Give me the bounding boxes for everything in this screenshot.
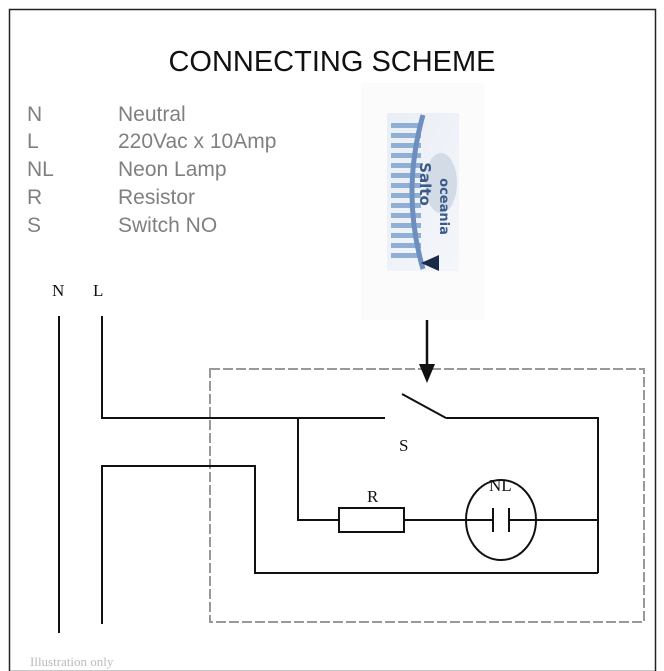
switch-output-wire — [446, 417, 599, 573]
card-globe — [425, 153, 457, 213]
lamp-label: NL — [489, 476, 512, 495]
legend-label-l: 220Vac x 10Amp — [118, 130, 277, 153]
card-arrow-mark — [421, 255, 439, 271]
legend-label-r: Resistor — [118, 186, 196, 209]
page-title: CONNECTING SCHEME — [168, 46, 496, 78]
page-frame — [8, 8, 657, 671]
legend-key-n: N — [27, 103, 43, 126]
legend-key-r: R — [27, 186, 43, 209]
footnote: Illustration only — [30, 654, 114, 669]
key-card-graphic — [361, 83, 484, 320]
switch-label: S — [399, 436, 409, 455]
legend-label-nl: Neon Lamp — [118, 158, 227, 181]
branch-wire — [297, 418, 339, 521]
legend-label-s: Switch NO — [118, 214, 218, 237]
resistor-label: R — [367, 487, 379, 506]
card-brand-line1: Salto — [415, 162, 434, 206]
card-swoosh — [409, 114, 426, 270]
terminal-n-label: N — [52, 281, 65, 300]
neutral-return-wire — [101, 465, 598, 624]
card-stripes — [391, 123, 421, 258]
card-brand-line2: oceania — [435, 178, 451, 235]
switch-blade — [401, 393, 447, 419]
terminal-l-label: L — [93, 281, 104, 300]
card-arrow-head — [419, 364, 435, 383]
legend-key-l: L — [27, 130, 39, 153]
resistor-symbol — [338, 507, 405, 533]
live-wire — [101, 316, 385, 419]
legend-key-nl: NL — [27, 158, 54, 181]
legend-label-n: Neutral — [118, 103, 186, 126]
key-card-image: Salto oceania — [361, 83, 484, 320]
legend-key-s: S — [27, 214, 42, 237]
